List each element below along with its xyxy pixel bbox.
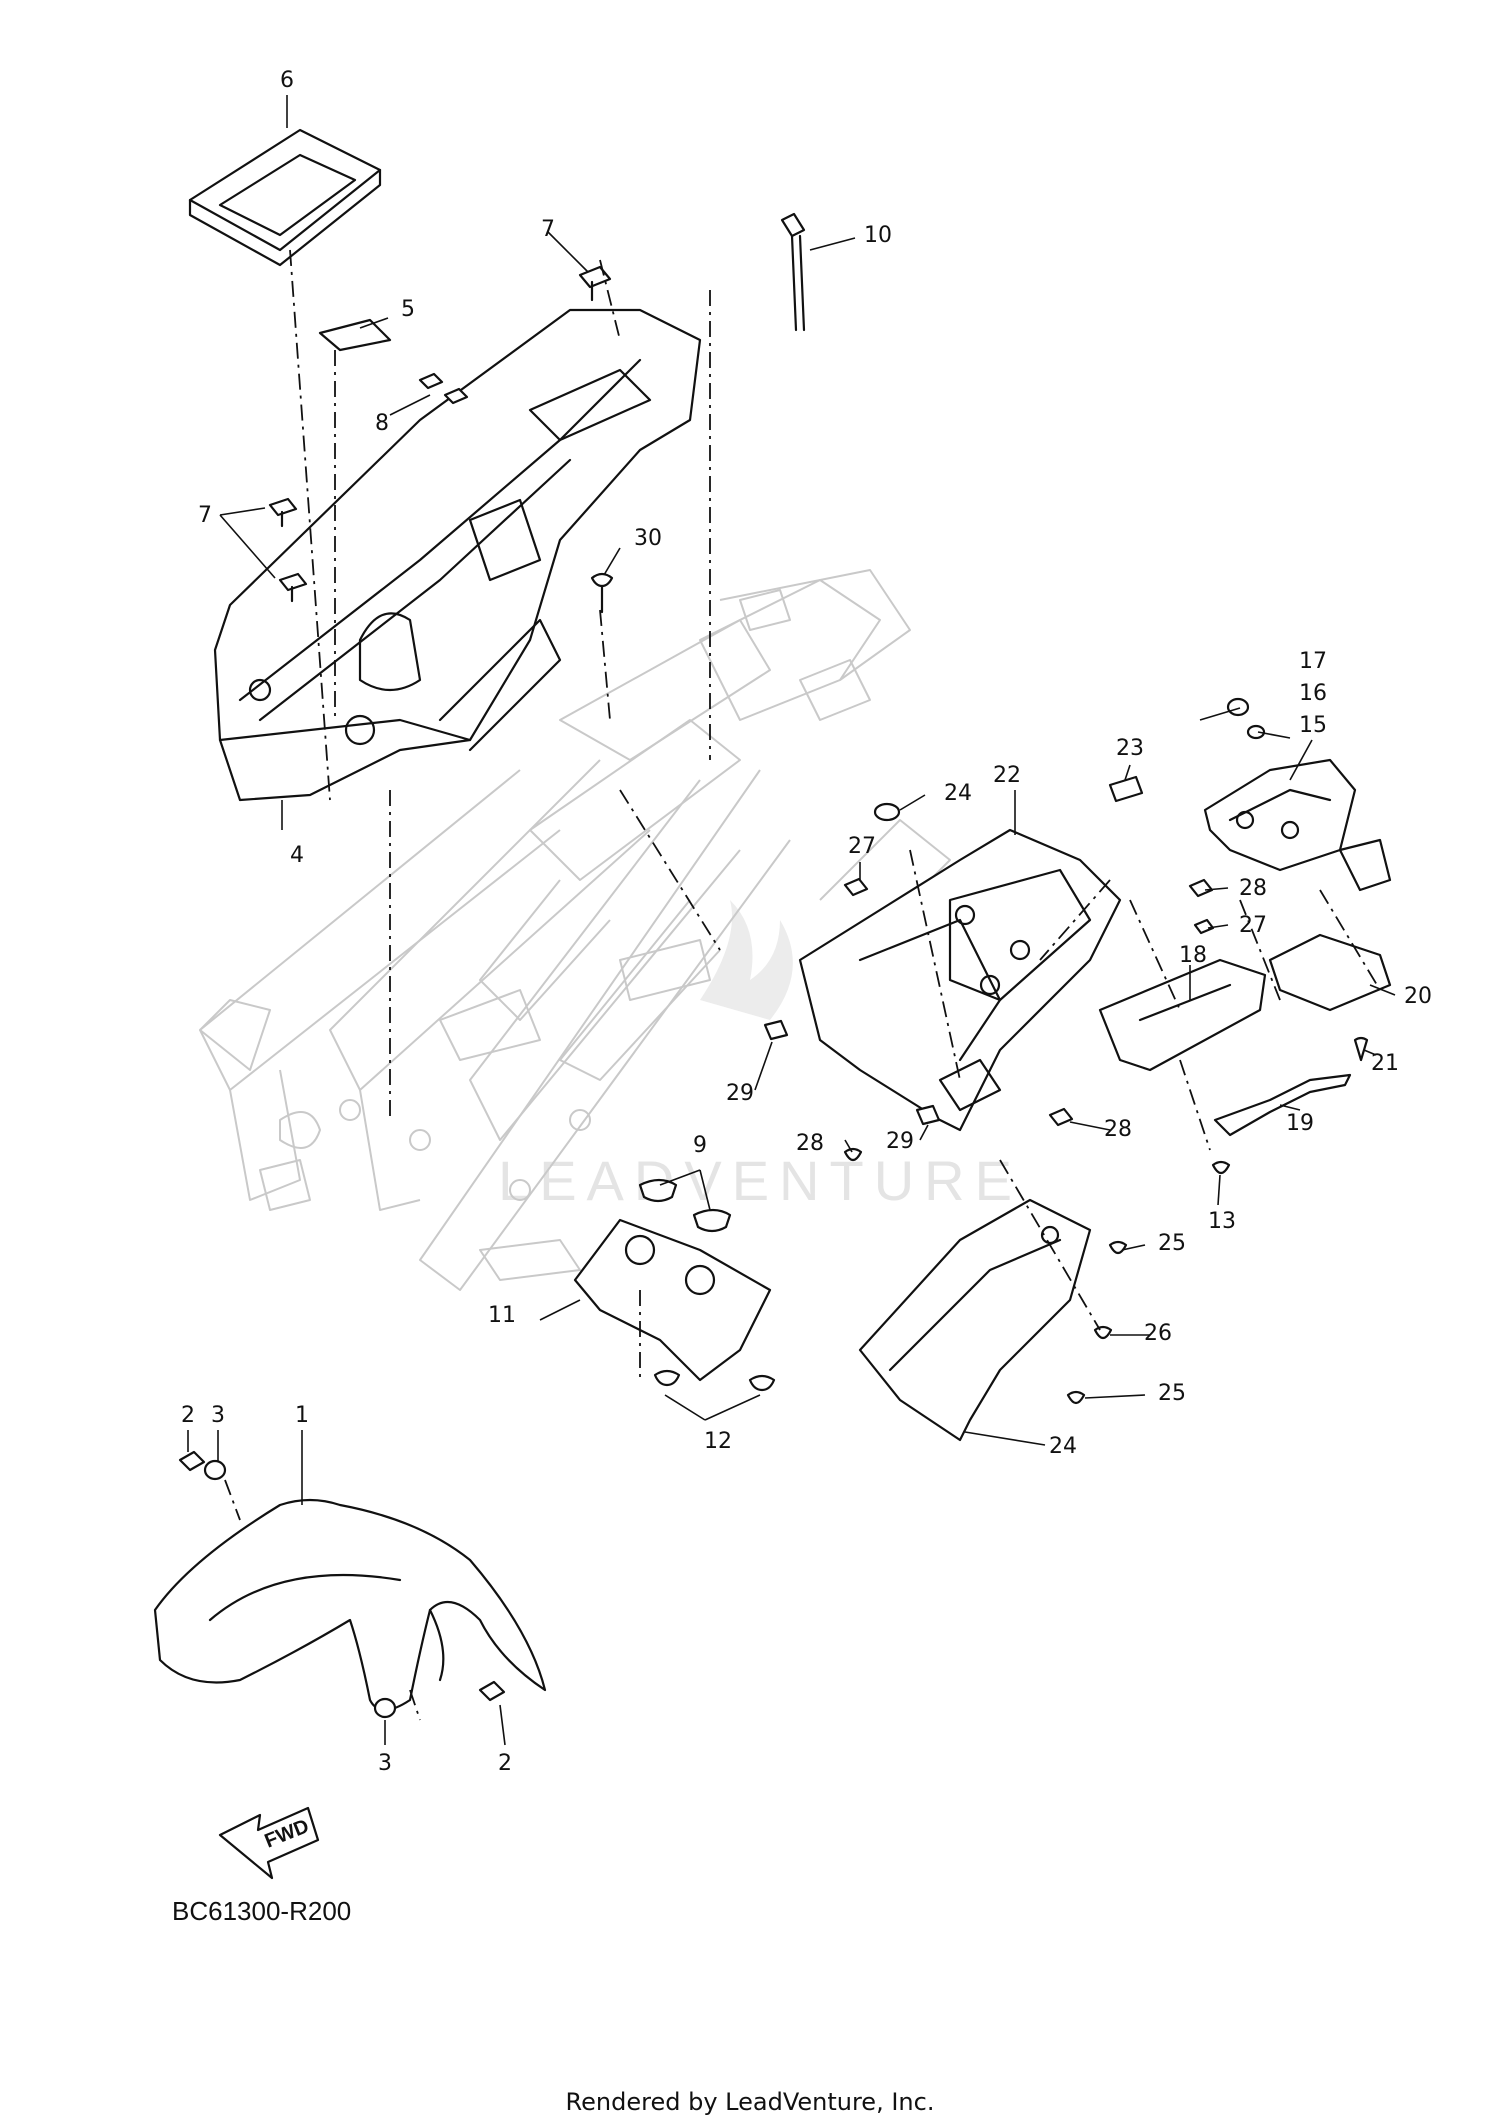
part-1-front-fender xyxy=(153,1450,547,1719)
callout-3-bottom: 3 xyxy=(378,1751,392,1776)
callout-7-left: 7 xyxy=(198,503,212,528)
callout-24: 24 xyxy=(1049,1434,1077,1459)
callout-8: 8 xyxy=(375,411,389,436)
callout-21: 22 xyxy=(993,763,1021,788)
callout-9: 9 xyxy=(693,1133,707,1158)
callout-1: 1 xyxy=(295,1403,309,1428)
callout-12: 12 xyxy=(704,1429,732,1454)
callout-25-top: 25 xyxy=(1158,1231,1186,1256)
watermark: LEADVENTURE xyxy=(498,900,1022,1212)
callout-19: 20 xyxy=(1404,984,1432,1009)
callouts: 6 5 7 8 7 4 10 30 9 11 12 24 22 23 27 17… xyxy=(181,68,1432,1776)
callout-10: 10 xyxy=(864,223,892,248)
part-10-cable-tie xyxy=(780,212,806,332)
callout-26: 26 xyxy=(1144,1321,1172,1346)
callout-22: 23 xyxy=(1116,736,1144,761)
part-11-bracket xyxy=(573,1178,776,1392)
callout-28-left: 28 xyxy=(796,1131,824,1156)
callout-16: 17 xyxy=(1299,649,1327,674)
callout-23: 24 xyxy=(944,781,972,806)
callout-2-bottom: 2 xyxy=(498,1751,512,1776)
part-24-mudguard xyxy=(858,1198,1092,1442)
leader-lines xyxy=(187,95,1396,1746)
callout-25-bottom: 25 xyxy=(1158,1381,1186,1406)
part-5-pad xyxy=(318,318,392,352)
alignment-lines xyxy=(224,249,1381,1721)
part-6-mat xyxy=(188,128,382,267)
callout-30: 30 xyxy=(634,526,662,551)
callout-11: 11 xyxy=(488,1303,516,1328)
callout-18: 19 xyxy=(1286,1111,1314,1136)
small-parts-22-23 xyxy=(873,775,1144,822)
callout-5: 5 xyxy=(401,297,415,322)
callout-17: 18 xyxy=(1179,943,1207,968)
small-fasteners xyxy=(763,877,1369,1405)
callout-27-right: 27 xyxy=(1239,913,1267,938)
callout-2-top: 2 xyxy=(181,1403,195,1428)
drawing-code: BC61300-R200 xyxy=(172,1896,351,1926)
callout-28-right: 28 xyxy=(1239,876,1267,901)
callout-29-left: 29 xyxy=(726,1081,754,1106)
callout-29-mid: 29 xyxy=(886,1129,914,1154)
part-17-19-brackets xyxy=(1098,933,1392,1137)
part-4-tray xyxy=(213,308,702,802)
footer-credit: Rendered by LeadVenture, Inc. xyxy=(566,2088,935,2116)
callout-13: 13 xyxy=(1208,1209,1236,1234)
frame-outline xyxy=(199,569,951,1291)
callout-4: 4 xyxy=(290,843,304,868)
callout-3-top: 3 xyxy=(211,1403,225,1428)
callout-28-mid: 28 xyxy=(1104,1117,1132,1142)
callout-27-left: 27 xyxy=(848,834,876,859)
callout-7-top: 7 xyxy=(541,217,555,242)
part-21-rear-fender xyxy=(798,828,1122,1132)
callout-20: 21 xyxy=(1371,1051,1399,1076)
part-14-tail-cover xyxy=(1203,697,1392,892)
watermark-text: LEADVENTURE xyxy=(498,1149,1022,1212)
callout-14: 15 xyxy=(1299,713,1327,738)
callout-6: 6 xyxy=(280,68,294,93)
callout-15: 16 xyxy=(1299,681,1327,706)
fwd-arrow: FWD xyxy=(218,1806,320,1880)
